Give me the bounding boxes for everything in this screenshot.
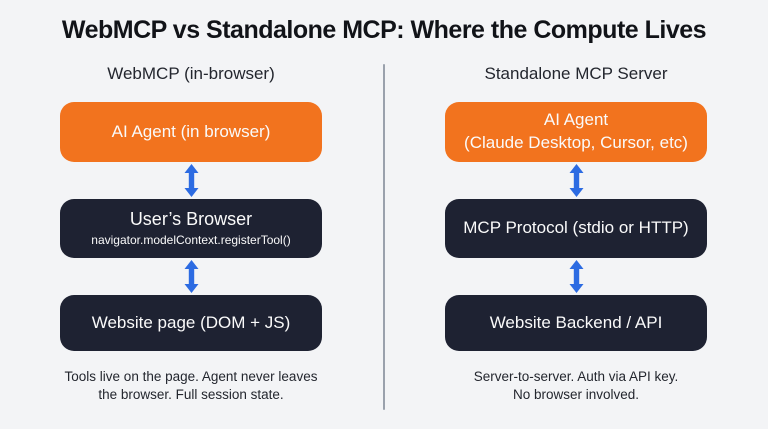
- bidirectional-arrow: [445, 162, 707, 199]
- node-website-backend: Website Backend / API: [445, 295, 707, 351]
- node-label: Website page (DOM + JS): [91, 312, 291, 332]
- node-label: AI Agent: [543, 110, 609, 130]
- node-label: User’s Browser: [129, 209, 253, 230]
- bidirectional-arrow: [445, 258, 707, 295]
- node-sublabel: navigator.modelContext.registerTool(): [91, 232, 291, 247]
- diagram-title: WebMCP vs Standalone MCP: Where the Comp…: [61, 16, 707, 44]
- column-webmcp-caption: Tools live on the page. Agent never leav…: [60, 368, 322, 404]
- node-ai-agent-desktop: AI Agent (Claude Desktop, Cursor, etc): [445, 102, 707, 162]
- node-label: AI Agent (in browser): [111, 121, 271, 141]
- bidirectional-arrow: [60, 258, 322, 295]
- column-standalone-mcp: Standalone MCP Server AI Agent (Claude D…: [445, 62, 707, 404]
- double-arrow-icon: [184, 164, 198, 197]
- node-label: (Claude Desktop, Cursor, etc): [464, 133, 688, 152]
- caption-line: the browser. Full session state.: [98, 387, 284, 403]
- node-label: MCP Protocol (stdio or HTTP): [463, 218, 689, 238]
- column-webmcp: WebMCP (in-browser) AI Agent (in browser…: [60, 62, 322, 404]
- double-arrow-icon: [569, 260, 583, 293]
- node-label: Website Backend / API: [489, 312, 663, 332]
- column-standalone-caption: Server-to-server. Auth via API key. No b…: [445, 368, 707, 404]
- double-arrow-icon: [184, 260, 198, 293]
- column-webmcp-header: WebMCP (in-browser): [107, 64, 275, 83]
- caption-line: No browser involved.: [512, 387, 640, 403]
- caption-line: Tools live on the page. Agent never leav…: [64, 369, 318, 384]
- column-divider: [383, 64, 385, 410]
- bidirectional-arrow: [60, 162, 322, 199]
- column-standalone-header: Standalone MCP Server: [484, 64, 668, 83]
- double-arrow-icon: [569, 164, 583, 197]
- node-ai-agent-in-browser: AI Agent (in browser): [60, 102, 322, 162]
- caption-line: Server-to-server. Auth via API key.: [473, 369, 679, 384]
- node-users-browser: User’s Browser navigator.modelContext.re…: [60, 199, 322, 258]
- node-mcp-protocol: MCP Protocol (stdio or HTTP): [445, 199, 707, 258]
- node-website-page: Website page (DOM + JS): [60, 295, 322, 351]
